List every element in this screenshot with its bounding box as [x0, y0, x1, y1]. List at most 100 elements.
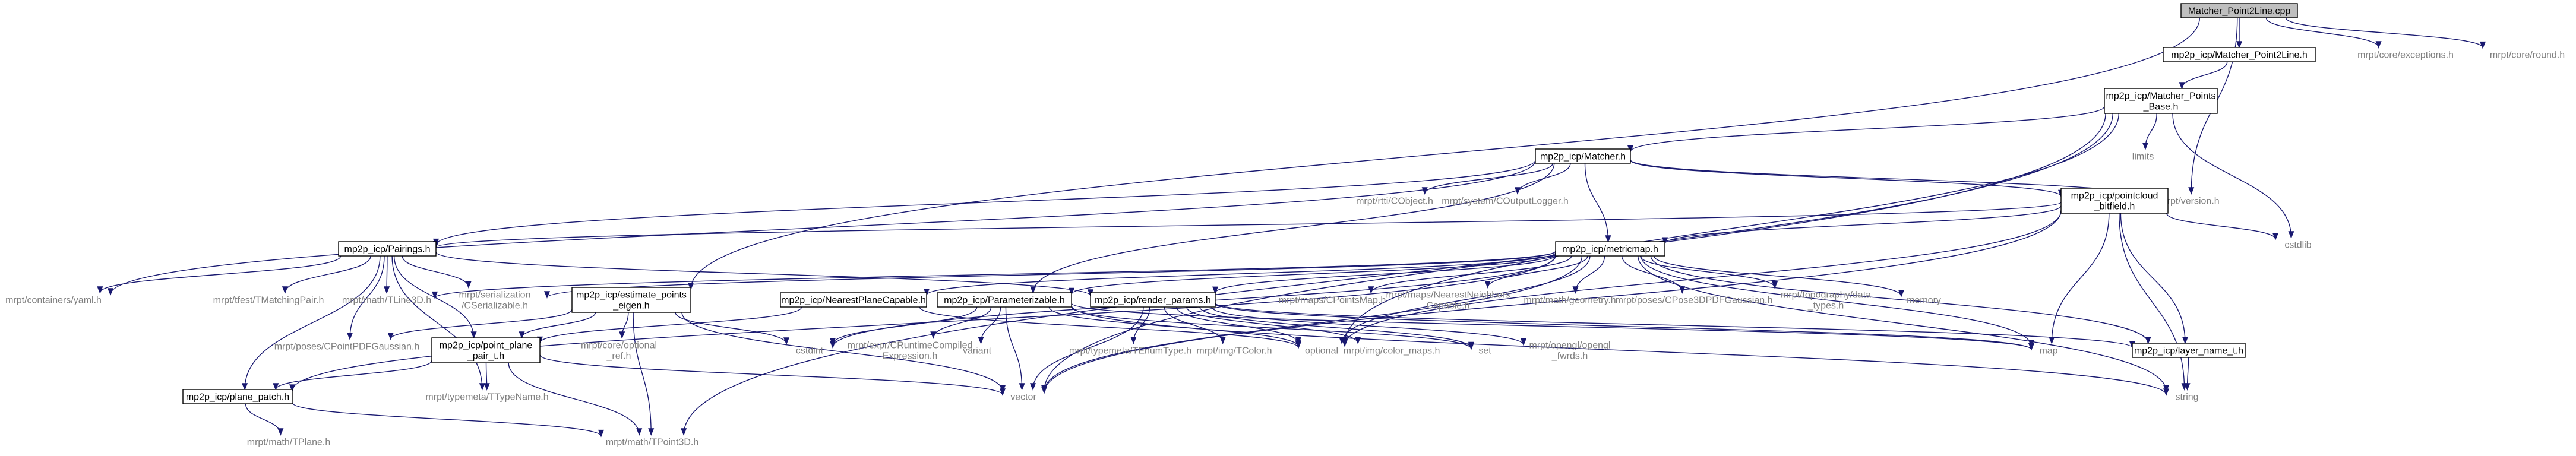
- node-label: _fwrds.h: [1551, 352, 1588, 362]
- node-metricmap_h[interactable]: mp2p_icp/metricmap.h: [1555, 241, 1665, 256]
- node-label: mp2p_icp/metricmap.h: [1562, 245, 1658, 255]
- edge-estimate_points_eigen-to-cpointpdfgaussian: [387, 309, 573, 340]
- edge-point_plane_pair-to-ttypename: [483, 362, 490, 391]
- edge-pairings_h-to-point_plane_pair: [393, 255, 477, 339]
- node-matcher_points_base[interactable]: mp2p_icp/Matcher_Points_Base.h: [2104, 88, 2218, 114]
- node-label: _bitfield.h: [2094, 202, 2135, 212]
- edge-metricmap_h-to-math_geometry: [1572, 255, 1605, 294]
- edge-render_params-to-optional: [1176, 306, 1302, 345]
- edge-matcher_h-to-parameterizable: [1030, 163, 1555, 294]
- node-cpointpdfgaussian: mrpt/poses/CPointPDFGaussian.h: [274, 342, 420, 352]
- edge-parameterizable-to-string: [1071, 305, 2170, 396]
- node-cstdint: cstdint: [796, 346, 824, 356]
- node-color_maps: mrpt/img/color_maps.h: [1344, 346, 1440, 356]
- edge-estimate_points_eigen-to-core_optional_ref: [619, 312, 629, 339]
- node-label: _pair_t.h: [467, 352, 504, 362]
- node-set: set: [1478, 346, 1491, 356]
- edge-pointcloud_bitfield-to-pairings_h: [432, 201, 2062, 249]
- edge-parameterizable-to-optional: [1048, 306, 1302, 348]
- node-label: mrpt/tfest/TMatchingPair.h: [213, 296, 324, 306]
- edge-parameterizable-to-cruntimecompiled: [930, 306, 992, 339]
- node-label: mrpt/rtti/CObject.h: [1356, 197, 1433, 207]
- edge-point_plane_pair-to-plane_patch: [273, 360, 432, 391]
- node-box: [571, 287, 691, 313]
- node-label: mp2p_icp/pointcloud: [2071, 191, 2158, 201]
- node-render_params[interactable]: mp2p_icp/render_params.h: [1090, 292, 1216, 308]
- edge-render_params-to-vector: [1029, 306, 1144, 391]
- edge-pairings_h-to-plane_patch: [242, 255, 381, 391]
- node-nearestplanecapable[interactable]: mp2p_icp/NearestPlaneCapable.h: [780, 292, 927, 308]
- edge-metricmap_h-to-tline3d: [431, 251, 1556, 299]
- node-pointcloud_bitfield[interactable]: mp2p_icp/pointcloud_bitfield.h: [2060, 188, 2169, 214]
- node-label: optional: [1305, 346, 1338, 356]
- node-variant: variant: [963, 346, 992, 356]
- node-math_geometry: mrpt/math/geometry.h: [1524, 296, 1616, 306]
- node-containers_yaml: mrpt/containers/yaml.h: [5, 296, 102, 306]
- node-estimate_points_eigen[interactable]: mp2p_icp/estimate_points_eigen.h: [571, 287, 691, 313]
- node-label: mrpt/opengl/opengl: [1529, 341, 1611, 351]
- node-pairings_h[interactable]: mp2p_icp/Pairings.h: [338, 241, 437, 256]
- node-point_plane_pair[interactable]: mp2p_icp/point_plane_pair_t.h: [431, 337, 541, 363]
- node-label: mrpt/core/exceptions.h: [2357, 50, 2454, 61]
- edge-metricmap_h-to-vector: [1041, 255, 1583, 393]
- edge-pointcloud_bitfield-to-optional: [1341, 210, 2062, 347]
- edge-layer_name-to-string: [2184, 357, 2191, 391]
- edge-matcher_h-to-cobject: [1421, 163, 1553, 195]
- node-label: mrpt/core/optional: [581, 341, 657, 351]
- node-cpose3dpdfgaussian: mrpt/poses/CPose3DPDFGaussian.h: [1616, 296, 1773, 306]
- edge-pairings_h-to-ttypename: [391, 255, 485, 391]
- edge-plane_patch-to-tpoint3d: [292, 402, 605, 438]
- edge-pairings_h-to-cserializable: [402, 255, 472, 289]
- edge-render_params-to-tcolor: [1164, 306, 1226, 344]
- node-label: mrpt/math/geometry.h: [1524, 296, 1616, 306]
- node-limits: limits: [2132, 152, 2154, 162]
- edge-pointcloud_bitfield-to-cstdlib: [2166, 213, 2279, 240]
- node-label: mrpt/topography/data: [1781, 290, 1871, 300]
- node-optional: optional: [1305, 346, 1338, 356]
- node-map: map: [2039, 346, 2057, 356]
- node-parameterizable[interactable]: mp2p_icp/Parameterizable.h: [937, 292, 1072, 308]
- node-version_h: mrpt/version.h: [2159, 197, 2219, 207]
- node-matcher_h[interactable]: mp2p_icp/Matcher.h: [1535, 148, 1631, 164]
- node-label: vector: [1010, 392, 1036, 403]
- node-label: mrpt/version.h: [2159, 197, 2219, 207]
- node-label: variant: [963, 346, 992, 356]
- node-matcher_point2line_h[interactable]: mp2p_icp/Matcher_Point2Line.h: [2163, 47, 2316, 62]
- edges-layer: [97, 17, 2486, 438]
- node-opengl_fwrds: mrpt/opengl/opengl_fwrds.h: [1529, 341, 1611, 362]
- edge-render_params-to-opengl_fwrds: [1211, 306, 1527, 346]
- edge-render_params-to-tenumtype: [1130, 306, 1150, 344]
- edge-matcher_h-to-metricmap_h: [1584, 163, 1611, 243]
- edge-matcher_h-to-containers_yaml: [107, 160, 1536, 296]
- node-layer_name[interactable]: mp2p_icp/layer_name_t.h: [2132, 343, 2246, 358]
- node-label: mrpt/math/TLine3D.h: [342, 296, 431, 306]
- edge-metricmap_h-to-parameterizable: [1068, 253, 1556, 296]
- edge-parameterizable-to-variant: [978, 306, 1001, 344]
- node-plane_patch[interactable]: mp2p_icp/plane_patch.h: [182, 389, 293, 404]
- node-vector: vector: [1010, 392, 1036, 403]
- node-label: memory: [1907, 296, 1941, 306]
- node-label: mp2p_icp/point_plane: [440, 341, 533, 351]
- node-tpoint3d: mrpt/math/TPoint3D.h: [606, 438, 699, 448]
- node-root[interactable]: Matcher_Point2Line.cpp: [2180, 3, 2298, 18]
- edge-render_params-to-map: [1215, 303, 2035, 351]
- node-tline3d: mrpt/math/TLine3D.h: [342, 296, 431, 306]
- edge-pointcloud_bitfield-to-metricmap_h: [1661, 205, 2062, 245]
- node-cpointsmap: mrpt/maps/CPointsMap.h: [1279, 296, 1386, 306]
- edge-root-to-core_exceptions: [2265, 17, 2382, 49]
- node-label: mp2p_icp/Matcher_Points: [2106, 91, 2216, 102]
- node-label: _Base.h: [2143, 102, 2179, 112]
- edge-matcher_point2line_h-to-matcher_points_base: [2179, 61, 2228, 90]
- node-label: mp2p_icp/Matcher_Point2Line.h: [2171, 50, 2307, 61]
- node-label: Expression.h: [883, 352, 938, 362]
- edge-parameterizable-to-vector: [1005, 306, 1025, 391]
- edge-matcher_points_base-to-limits: [2142, 113, 2157, 150]
- node-label: limits: [2132, 152, 2154, 162]
- edge-metricmap_h-to-nearestneighbors: [1484, 255, 1588, 289]
- node-label: mrpt/img/TColor.h: [1196, 346, 1272, 356]
- node-label: mp2p_icp/NearestPlaneCapable.h: [781, 296, 926, 306]
- node-label: mrpt/typemeta/TEnumType.h: [1069, 346, 1191, 356]
- node-box: [2060, 188, 2169, 214]
- node-box: [1535, 148, 1631, 164]
